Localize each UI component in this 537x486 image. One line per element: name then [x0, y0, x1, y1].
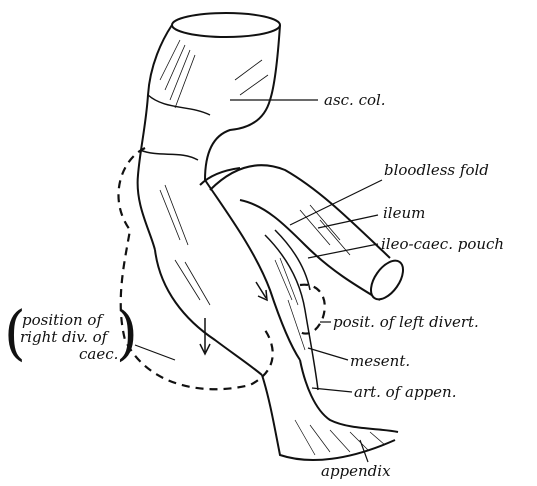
- label-posit-left-divert: posit. of left divert.: [333, 314, 479, 330]
- ascending-colon: [138, 13, 300, 375]
- label-mesent: mesent.: [350, 353, 410, 369]
- label-bloodless-fold: bloodless fold: [384, 162, 489, 178]
- left-diverticulum-outline: [300, 285, 325, 334]
- label-right-div-of: right div. of: [20, 329, 107, 345]
- label-asc-col: asc. col.: [324, 92, 386, 108]
- ileum-tube: [210, 165, 409, 305]
- right-parenthesis: ): [116, 305, 138, 364]
- label-caec: caec.: [79, 346, 118, 362]
- appendix: [262, 360, 398, 460]
- mesentery: [265, 230, 318, 390]
- arrow-right-down: [256, 282, 267, 300]
- label-ileo-caec-pouch: ileo-caec. pouch: [381, 236, 504, 252]
- label-position-of: position of: [22, 312, 102, 328]
- label-art-of-appen: art. of appen.: [354, 384, 456, 400]
- label-ileum: ileum: [383, 205, 425, 221]
- label-appendix: appendix: [321, 463, 391, 479]
- right-diverticulum-outline: [118, 148, 272, 389]
